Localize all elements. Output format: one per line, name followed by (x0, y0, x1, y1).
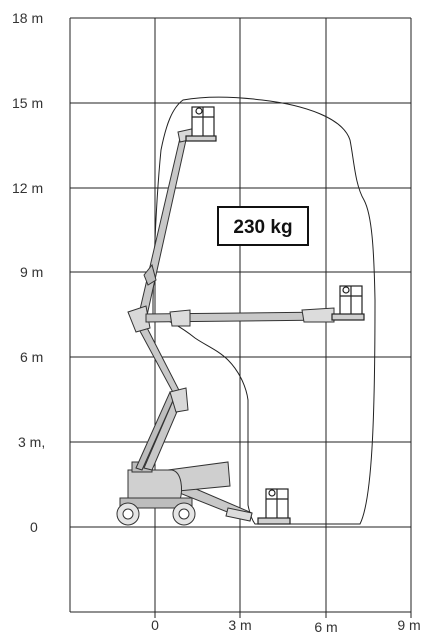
y-axis-labels: 18 m 15 m 12 m 9 m 6 m 3 m, 0 (12, 10, 45, 535)
right-jib (301, 307, 335, 323)
main-boom-up (137, 137, 187, 321)
y-label-9: 9 m (20, 264, 43, 280)
working-envelope (152, 96, 376, 525)
y-label-6: 6 m (20, 349, 43, 365)
platform-basket-icon (331, 285, 365, 321)
wheel-icon (116, 502, 140, 526)
wheel-icon (172, 502, 196, 526)
grid (69, 17, 412, 618)
x-axis-labels: 0 3 m 6 m 9 m (151, 617, 421, 635)
y-label-3: 3 m, (18, 434, 45, 450)
x-label-3: 3 m (228, 617, 251, 633)
chassis-base (119, 497, 193, 509)
chassis-body (127, 469, 182, 501)
lower-boom-tip (225, 507, 253, 522)
boom-up-upper (143, 263, 157, 286)
main-boom-joint (127, 305, 151, 333)
platform-basket-icon (185, 106, 217, 142)
x-label-0: 0 (151, 617, 159, 633)
capacity-badge: 230 kg (217, 206, 309, 246)
y-label-18: 18 m (12, 10, 43, 26)
y-label-15: 15 m (12, 95, 43, 111)
capacity-label: 230 kg (233, 217, 292, 238)
horizontal-boom-joint (169, 309, 191, 327)
x-label-6: 6 m (314, 619, 337, 633)
boom-lift-icon (116, 127, 335, 526)
x-label-9: 9 m (397, 617, 420, 633)
knuckle (169, 387, 189, 413)
y-label-0: 0 (30, 519, 38, 535)
platform-basket-icon (257, 488, 291, 525)
capacity-box (217, 206, 309, 246)
y-label-12: 12 m (12, 180, 43, 196)
